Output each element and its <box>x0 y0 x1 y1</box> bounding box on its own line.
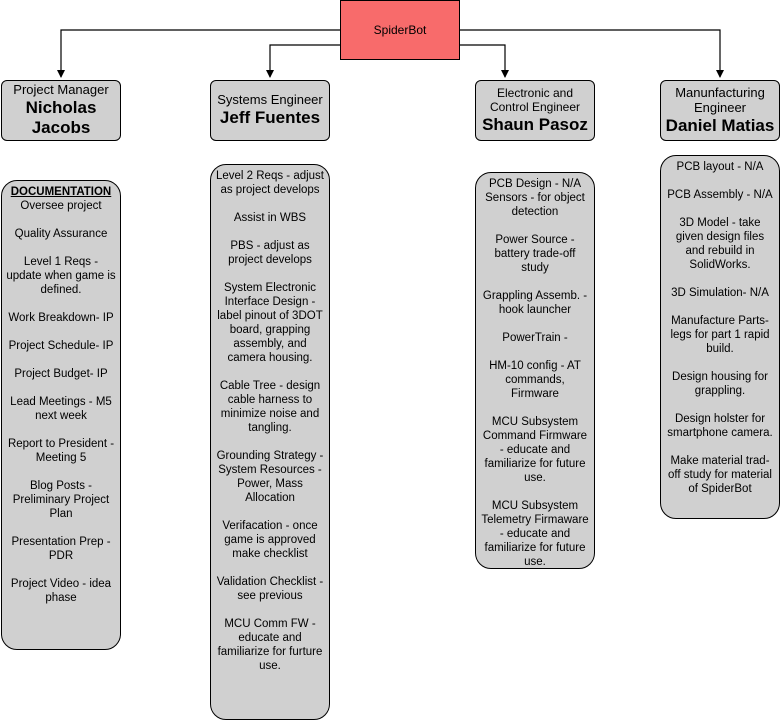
role-manufacturing-engineer: Manunfacturing Engineer Daniel Matias <box>660 80 780 141</box>
role-title: Manunfacturing Engineer <box>675 84 765 115</box>
task-item: MCU Subsystem Command Firmware - educate… <box>482 416 588 484</box>
role-person-name: Daniel Matias <box>665 115 775 135</box>
task-item: Oversee project <box>20 200 102 212</box>
task-item: 3D Simulation- N/A <box>671 287 769 299</box>
connector-electronic-engineer <box>460 44 509 78</box>
task-item: Verifacation - once game is approved mak… <box>222 520 318 560</box>
task-item: Project Schedule- IP <box>8 340 114 352</box>
task-item: MCU Subsystem Telemetry Firmaware - educ… <box>481 500 589 568</box>
task-item: HM-10 config - AT commands, Firmware <box>489 360 581 400</box>
task-item: Lead Meetings - M5 next week <box>10 396 112 422</box>
task-item: Work Breakdown- IP <box>8 312 114 324</box>
task-item: MCU Comm FW - educate and familiarize fo… <box>217 618 323 672</box>
role-project-manager: Project Manager Nicholas Jacobs <box>1 80 121 141</box>
task-item: Design holster for smartphone camera. <box>667 413 773 439</box>
task-item: Blog Posts - Preliminary Project Plan <box>12 480 110 520</box>
task-item: Level 1 Reqs - update when game is defin… <box>6 256 116 296</box>
role-person-name: Shaun Pasoz <box>482 114 588 134</box>
task-item: Grounding Strategy - System Resources - … <box>216 450 324 504</box>
task-item: Design housing for grappling. <box>672 371 768 397</box>
task-list-manufacturing-engineer: PCB layout - N/A PCB Assembly - N/A 3D Mod… <box>660 155 780 519</box>
role-title: Project Manager <box>13 82 109 98</box>
role-systems-engineer: Systems Engineer Jeff Fuentes <box>210 80 330 141</box>
task-item: Cable Tree - design cable harness to min… <box>219 380 321 434</box>
task-heading: DOCUMENTATION <box>10 186 112 198</box>
root-node: SpiderBot <box>340 0 460 60</box>
task-item: PCB layout - N/A <box>676 161 764 173</box>
task-item: PBS - adjust as project develops <box>228 240 312 266</box>
task-item: PowerTrain - <box>502 332 568 344</box>
task-item: 3D Model - take given design files and r… <box>675 217 765 271</box>
task-item: PCB Design - N/A Sensors - for object de… <box>485 178 585 218</box>
role-person-name: Jeff Fuentes <box>219 108 321 128</box>
task-list-electronic-control-engineer: PCB Design - N/A Sensors - for object de… <box>475 172 595 569</box>
task-item: Project Budget- IP <box>14 368 108 380</box>
task-item: Quality Assurance <box>14 228 108 240</box>
task-item: Manufacture Parts- legs for part 1 rapid… <box>670 315 770 355</box>
task-item: PCB Assembly - N/A <box>667 189 773 201</box>
role-electronic-control-engineer: Electronic and Control Engineer Shaun Pa… <box>475 80 595 141</box>
task-item: Project Video - idea phase <box>10 578 112 604</box>
role-title: Electronic and Control Engineer <box>489 85 581 114</box>
task-item: Make material trad-off study for materia… <box>668 455 772 495</box>
task-item: Validation Checklist - see previous <box>216 576 324 602</box>
task-item: Assist in WBS <box>233 212 307 224</box>
connector-project-manager <box>57 29 340 78</box>
task-item: Level 2 Reqs - adjust as project develop… <box>215 170 325 196</box>
task-item: Report to President - Meeting 5 <box>7 438 115 464</box>
task-item: Grappling Assemb. - hook launcher <box>482 290 588 316</box>
task-item: Presentation Prep - PDR <box>11 536 111 562</box>
task-item: Power Source - battery trade-off study <box>494 234 576 274</box>
connector-manufacturing-engineer <box>460 29 724 78</box>
task-item: System Electronic Interface Design - lab… <box>217 282 323 364</box>
root-label: SpiderBot <box>373 23 427 37</box>
role-person-name: Nicholas Jacobs <box>25 98 97 137</box>
role-title: Systems Engineer <box>217 92 323 108</box>
connector-systems-engineer <box>266 44 340 78</box>
task-list-systems-engineer: Level 2 Reqs - adjust as project develop… <box>210 164 330 720</box>
